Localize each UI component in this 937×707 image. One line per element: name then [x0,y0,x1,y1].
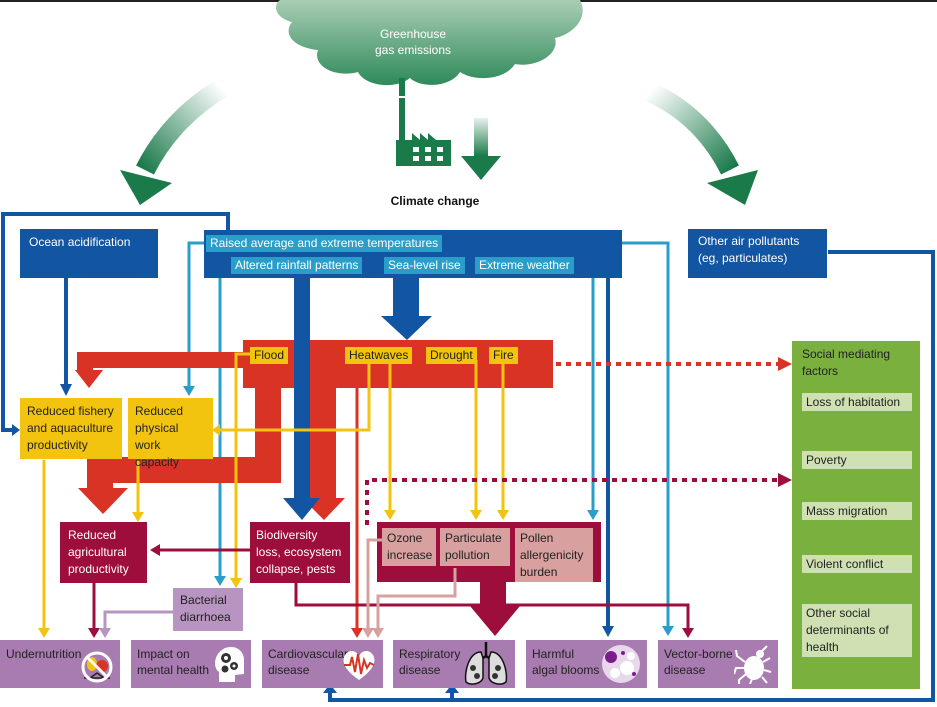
agri-line2: agricultural [68,545,127,559]
outcome-label: Undernutrition [6,647,82,661]
connector-bacterial-undernutrition [103,610,175,630]
work-line2: physical work [135,421,179,452]
other-det-line1: Other social [806,606,871,620]
bacterial-line2: diarrhoea [180,610,231,624]
bio-line3: collapse, pests [256,562,336,576]
outcome-cardiovascular: Cardiovascular disease [262,640,383,688]
social-title: Social mediating factors [802,346,890,380]
connector-heat-work [218,360,371,432]
connector-ozone-cardio [366,538,384,630]
sea-level-rise-label: Sea-level rise [384,257,465,274]
particulate-line1: Particulate [445,531,502,545]
social-item-poverty: Poverty [802,451,912,469]
greenhouse-cloud [276,0,583,86]
lungs-icon [464,642,508,685]
cloud-label: Greenhouse gas emissions [365,26,461,58]
cloud-label-line1: Greenhouse [379,27,447,41]
fishery-line2: and aquaculture [27,421,114,435]
outcome-label: Vector-borne [664,647,733,661]
social-title-line2: factors [802,364,839,378]
other-det-line3: health [806,640,839,654]
ozone-line2: increase [387,548,433,562]
pollen-allergenicity-box: Pollen allergenicity burden [515,528,593,582]
outcome-label-2: disease [664,663,706,677]
other-air-pollutants-line1: Other air pollutants [698,234,800,248]
connector-temp-work [187,241,206,388]
outcome-label: Cardiovascular [268,647,349,661]
social-item-mass-migration: Mass migration [802,502,912,520]
raised-temperatures-label: Raised average and extreme temperatures [206,235,443,252]
agri-line1: Reduced [68,528,117,542]
connector-navy-loop [1,212,230,432]
work-line3: capacity [135,455,180,469]
connector-air-pollutants-loop [328,250,935,702]
connector-temp-vector [593,241,670,628]
particulate-line2: pollution [445,548,490,562]
head-gears-icon [215,646,245,682]
factory-icon [396,78,451,166]
social-item-violent-conflict: Violent conflict [802,555,912,573]
ozone-line1: Ozone [387,531,423,545]
outcome-algal-blooms: Harmful algal blooms [526,640,647,688]
social-mediating-factors-panel: Social mediating factors Loss of habitat… [792,341,920,689]
pollen-line2: allergenicity [520,548,584,562]
flood-label: Flood [250,347,289,364]
extreme-weather-label: Extreme weather [475,257,574,274]
other-det-line2: determinants of [806,623,889,637]
ozone-increase-box: Ozone increase [382,528,436,566]
reduced-agricultural-box: Reduced agricultural productivity [60,522,147,583]
other-air-pollutants-box: Other air pollutants (eg, particulates) [688,229,827,278]
outcome-label-2: algal blooms [532,663,600,677]
connector-health-social-dotted [365,478,780,525]
fishery-line1: Reduced fishery [27,404,114,418]
climate-change-caption: Climate change [390,194,480,208]
outcome-label: Harmful [532,647,575,661]
work-line1: Reduced [135,404,184,418]
altered-rainfall-label: Altered rainfall patterns [231,257,363,274]
outcome-label-2: disease [268,663,310,677]
tick-icon [734,645,772,684]
outcome-label: Respiratory [399,647,461,661]
outcome-label-2: mental health [137,663,210,677]
curved-arrow-left [120,79,228,205]
outcome-label: Impact on [137,647,190,661]
reduced-fishery-box: Reduced fishery and aquaculture producti… [20,398,122,459]
agri-line3: productivity [68,562,129,576]
bacterial-line1: Bacterial [180,593,227,607]
algae-circle-icon [602,645,640,683]
outcome-respiratory: Respiratory disease [393,640,515,688]
social-item-loss-of-habitation: Loss of habitation [802,393,912,411]
curved-arrow-right [645,82,758,205]
connector-airquality-respiratory [470,606,520,636]
particulate-pollution-box: Particulate pollution [440,528,510,566]
bio-line2: loss, ecosystem [256,545,342,559]
pollen-line1: Pollen [520,531,554,545]
fire-label: Fire [489,347,518,364]
ocean-acidification-box: Ocean acidification [20,229,158,278]
no-food-icon [81,651,113,683]
outcome-label-2: disease [399,663,441,677]
connector-particulate-cardio [376,568,457,630]
drought-label: Drought [426,347,477,364]
cloud-label-line2: gas emissions [374,43,452,57]
fishery-line3: productivity [27,438,88,452]
outcome-mental-health: Impact on mental health [131,640,251,688]
pollen-line3: burden [520,565,558,579]
bio-line1: Biodiversity [256,528,318,542]
connector-climate-hazards [393,278,419,318]
connector-hazard-fishery [77,352,283,372]
biodiversity-loss-box: Biodiversity loss, ecosystem collapse, p… [250,522,350,583]
reduced-work-capacity-box: Reduced physical work capacity [128,398,213,469]
down-arrow-icon [461,118,501,180]
heatwaves-label: Heatwaves [345,347,413,364]
bacterial-diarrhoea-box: Bacterial diarrhoea [173,588,243,631]
social-item-other-determinants: Other social determinants of health [802,604,912,657]
outcome-undernutrition: Undernutrition [0,640,120,688]
outcome-vector-borne: Vector-borne disease [658,640,778,688]
social-title-line1: Social mediating [802,347,891,361]
heart-ecg-icon [343,650,375,680]
connector-flood-bacterial [234,352,250,580]
other-air-pollutants-line2: (eg, particulates) [698,251,788,265]
